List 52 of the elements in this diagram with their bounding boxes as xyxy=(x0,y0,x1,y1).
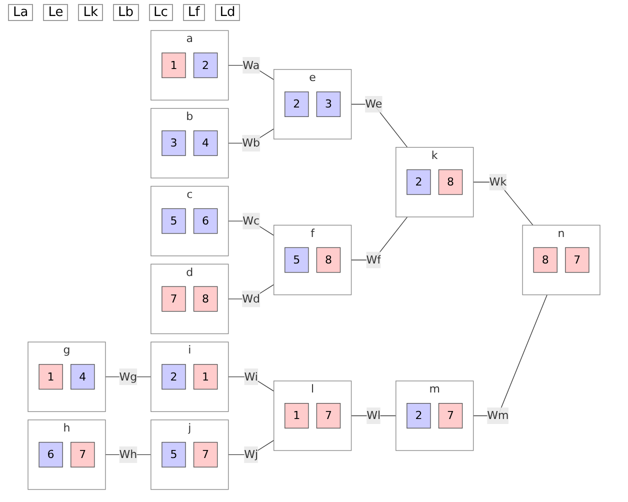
pin-label: Lc xyxy=(148,4,173,21)
node-box: 4 xyxy=(70,364,95,390)
edge-label: We xyxy=(365,97,382,110)
connector xyxy=(350,216,408,260)
node-box: 8 xyxy=(316,247,341,273)
node-box: 1 xyxy=(38,364,63,390)
edge-label: Wi xyxy=(244,370,258,384)
node-box: 5 xyxy=(284,247,309,273)
node-box: 7 xyxy=(162,286,186,312)
node-box: 6 xyxy=(193,208,218,234)
node-box: 3 xyxy=(162,130,186,156)
node-box: 2 xyxy=(162,364,186,390)
edge-label: Wj xyxy=(244,448,258,461)
connector xyxy=(473,294,548,416)
node-box: 7 xyxy=(70,442,95,468)
node-box: 8 xyxy=(438,169,463,195)
node-box: 2 xyxy=(193,52,218,78)
edge-label: Wg xyxy=(119,370,138,384)
connector xyxy=(473,182,534,226)
node-box: 8 xyxy=(533,247,558,273)
node-box: 5 xyxy=(162,442,186,468)
node-box: 7 xyxy=(316,403,341,428)
pin-label: Lb xyxy=(113,4,139,21)
node-box: 4 xyxy=(193,130,218,156)
edge-label: Wh xyxy=(119,448,138,461)
edge-label: Wd xyxy=(242,292,260,306)
pin-label: Lf xyxy=(182,4,205,21)
node-box: 3 xyxy=(316,92,341,117)
node-box: 7 xyxy=(565,247,590,273)
edge-label: Wl xyxy=(366,408,381,422)
node-box: 6 xyxy=(38,442,63,468)
connector xyxy=(350,104,408,148)
edge-label: Wb xyxy=(242,136,260,150)
edge-label: Wf xyxy=(366,253,381,266)
node-box: 2 xyxy=(406,169,431,195)
node-box: 5 xyxy=(162,208,186,234)
node-box: 2 xyxy=(284,92,309,117)
node-box: 1 xyxy=(162,52,186,78)
node-box: 1 xyxy=(193,364,218,390)
node-box: 2 xyxy=(406,403,431,428)
pin-label: La xyxy=(8,4,34,21)
edge-label: Wa xyxy=(242,58,260,72)
pin-label: Le xyxy=(43,4,68,21)
edge-label: Wk xyxy=(489,175,507,188)
node-box: 7 xyxy=(193,442,218,468)
edge-label: Wc xyxy=(242,214,260,228)
edge-label: Wm xyxy=(487,408,509,422)
node-box: 7 xyxy=(438,403,463,428)
node-box: 8 xyxy=(193,286,218,312)
pin-label: Lk xyxy=(78,4,104,21)
pin-label: Ld xyxy=(214,4,240,21)
node-box: 1 xyxy=(284,403,309,428)
